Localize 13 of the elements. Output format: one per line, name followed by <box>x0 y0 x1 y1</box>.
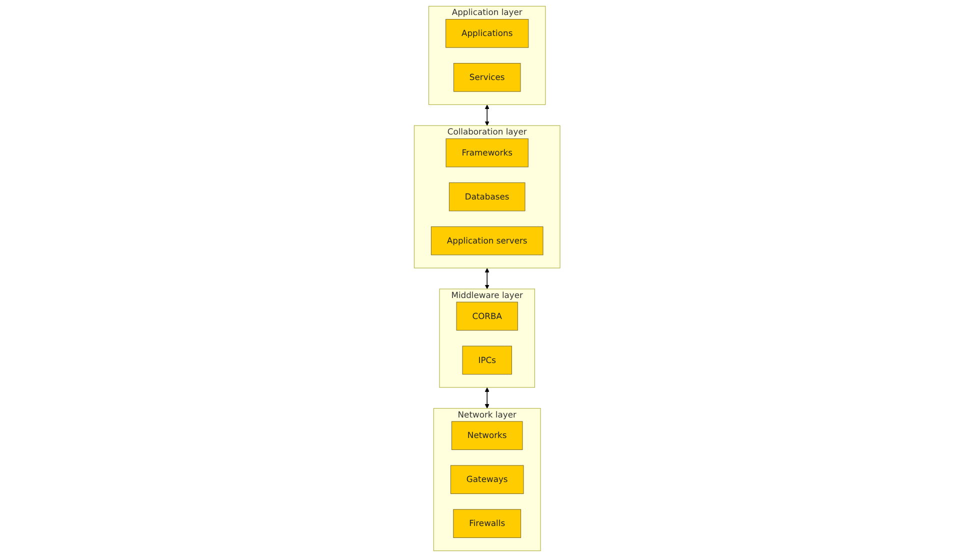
arrow <box>484 387 490 409</box>
node-box: Services <box>453 63 521 92</box>
node-box: Databases <box>448 182 526 212</box>
node-box: Firewalls <box>453 509 521 538</box>
arrow <box>484 104 490 126</box>
node-box: Networks <box>451 421 523 450</box>
arrow <box>484 268 490 290</box>
node-box: Application servers <box>430 226 544 256</box>
node-box: Applications <box>445 19 529 48</box>
node-box: Frameworks <box>446 138 528 168</box>
node-box: CORBA <box>456 302 518 331</box>
node-box: Gateways <box>450 465 524 494</box>
node-box: IPCs <box>462 346 512 375</box>
